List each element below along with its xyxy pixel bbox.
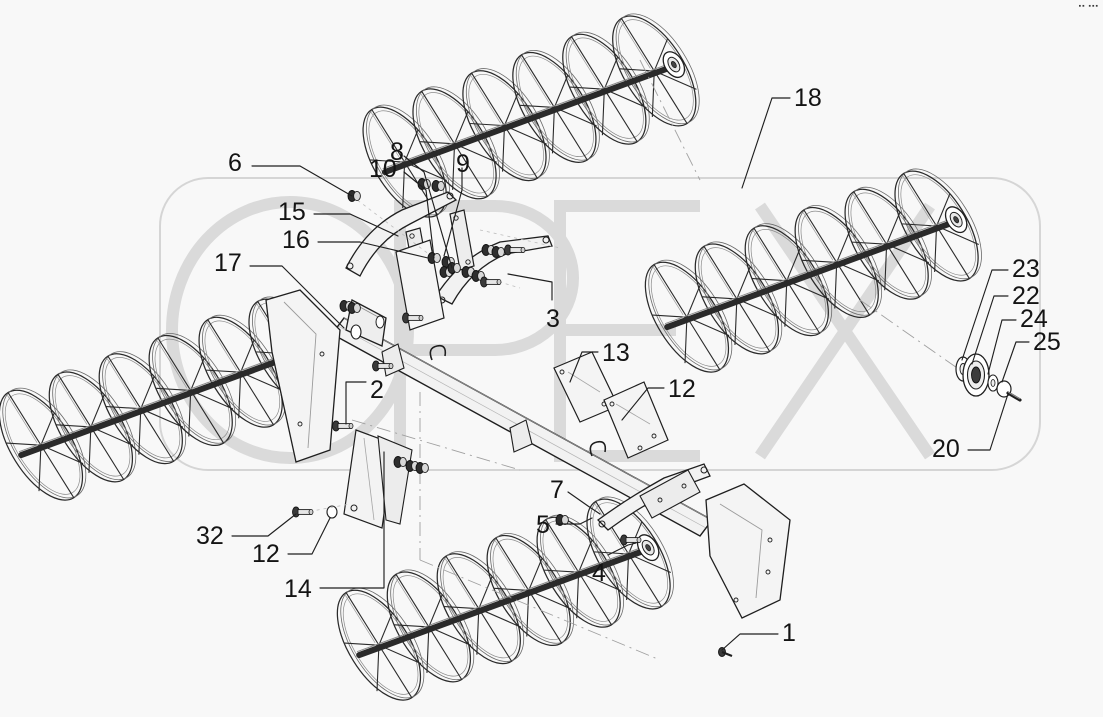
callout-leader-24 (987, 319, 1017, 375)
callout-label-6: 6 (228, 149, 242, 177)
callout-label-25: 25 (1033, 328, 1061, 356)
callout-label-8: 8 (390, 138, 404, 166)
callout-leader-13 (569, 351, 599, 383)
phantom-lines (351, 59, 961, 661)
callout-leader-1 (721, 633, 779, 651)
callout-leader-7 (567, 491, 601, 515)
callout-label-23: 23 (1012, 255, 1040, 283)
callout-leader-16 (317, 241, 429, 259)
callout-label-20: 20 (932, 435, 960, 463)
lower-right-arm (597, 463, 711, 531)
callout-leader-2 (345, 381, 367, 425)
washer-24-part (987, 374, 999, 392)
callout-leaders (231, 97, 1030, 651)
callout-leader-3 (507, 273, 553, 301)
fastener-group (292, 178, 733, 658)
callout-label-4: 4 (592, 559, 606, 587)
callout-label-1: 1 (782, 619, 796, 647)
roller-bottom (319, 482, 691, 715)
callout-label-17: 17 (214, 249, 242, 277)
callout-label-3: 3 (546, 305, 560, 333)
callout-leader-18 (741, 97, 791, 189)
callout-leader-5 (555, 517, 593, 525)
callout-leader-17 (249, 265, 345, 329)
scraper-arm-right (705, 483, 791, 619)
callout-label-7: 7 (550, 476, 564, 504)
corner-mark: ▪▪ ▪▪▪ (1078, 3, 1099, 10)
callout-leader-32 (231, 513, 297, 537)
roller-right (627, 154, 999, 387)
callout-leader-12 (621, 387, 665, 421)
roller-top (345, 0, 717, 232)
callout-label-12b: 12 (252, 540, 280, 568)
callout-leader-22 (971, 295, 1009, 365)
bearing-exploded-stack (955, 353, 1022, 402)
callout-leader-14 (319, 451, 385, 589)
callout-label-12: 12 (668, 375, 696, 403)
callout-leader-8 (403, 155, 453, 269)
callout-leader-12b (287, 517, 331, 555)
callout-leader-20 (967, 393, 1009, 451)
callout-leader-9 (443, 167, 463, 257)
callout-leader-6 (251, 165, 353, 197)
callout-label-10: 10 (369, 155, 397, 183)
callout-leader-23 (961, 269, 1009, 361)
callout-leader-15 (313, 213, 399, 237)
callout-label-14: 14 (284, 575, 312, 603)
callout-label-2: 2 (370, 376, 384, 404)
callout-label-18: 18 (794, 84, 822, 112)
callout-label-5: 5 (536, 511, 550, 539)
callout-label-15: 15 (278, 198, 306, 226)
mount-plate-12 (603, 381, 669, 459)
scraper-arm-left (265, 289, 341, 463)
bolt-25-part (996, 380, 1022, 402)
roller-left (0, 282, 353, 515)
callout-label-13: 13 (602, 339, 630, 367)
bearing-flange-22-part (962, 353, 990, 397)
callout-label-22: 22 (1012, 282, 1040, 310)
callout-leader-10 (403, 171, 435, 259)
callout-leader-25 (1001, 341, 1030, 383)
callout-label-32: 32 (196, 522, 224, 550)
callout-leader-4 (607, 542, 637, 556)
callout-label-9: 9 (456, 150, 470, 178)
callout-label-16: 16 (282, 226, 310, 254)
callout-label-24: 24 (1020, 305, 1048, 333)
